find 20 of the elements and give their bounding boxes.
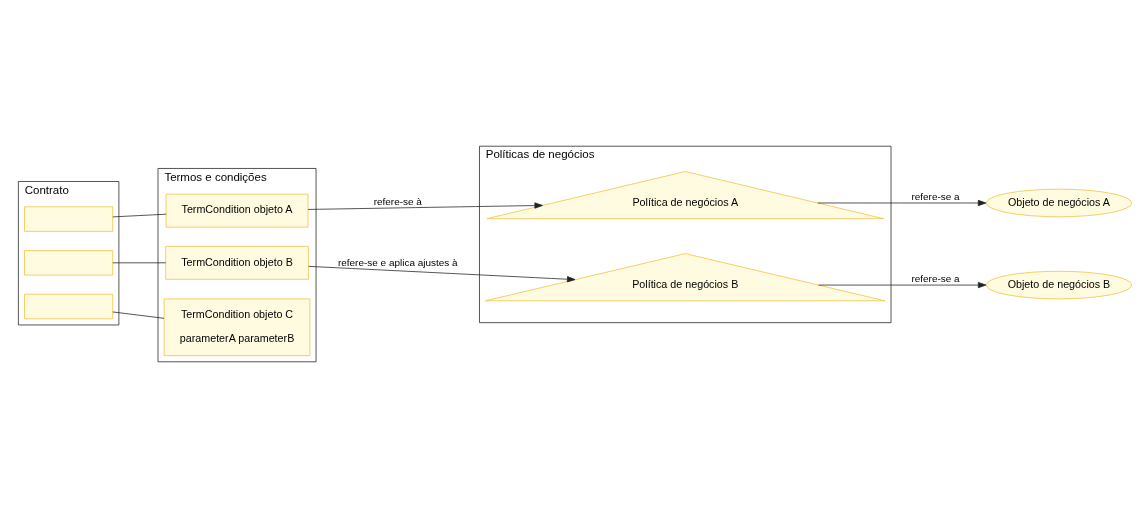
connector [112, 213, 167, 218]
node-box [24, 206, 114, 232]
cluster: Contrato [18, 181, 120, 326]
edge-label: refere-se a [911, 191, 960, 203]
arrow [308, 265, 576, 283]
node-box [24, 250, 114, 276]
connector [112, 262, 166, 264]
node-ellipse: Objeto de negócios B [985, 270, 1133, 300]
arrow [817, 199, 987, 207]
node-box: TermCondition objeto B [165, 245, 309, 280]
edge-label: refere-se à [373, 195, 422, 207]
edge-label: refere-se a [911, 273, 960, 285]
node-ellipse: Objeto de negócios A [985, 188, 1133, 218]
node-box: TermCondition objeto A [165, 193, 309, 228]
node-box [24, 293, 114, 320]
arrow [307, 202, 543, 210]
connector [112, 311, 165, 319]
arrow [818, 282, 987, 289]
node-box: TermCondition objeto C parameterA parameterB [163, 298, 311, 357]
edge-label: refere-se e aplica ajustes à [337, 257, 458, 269]
